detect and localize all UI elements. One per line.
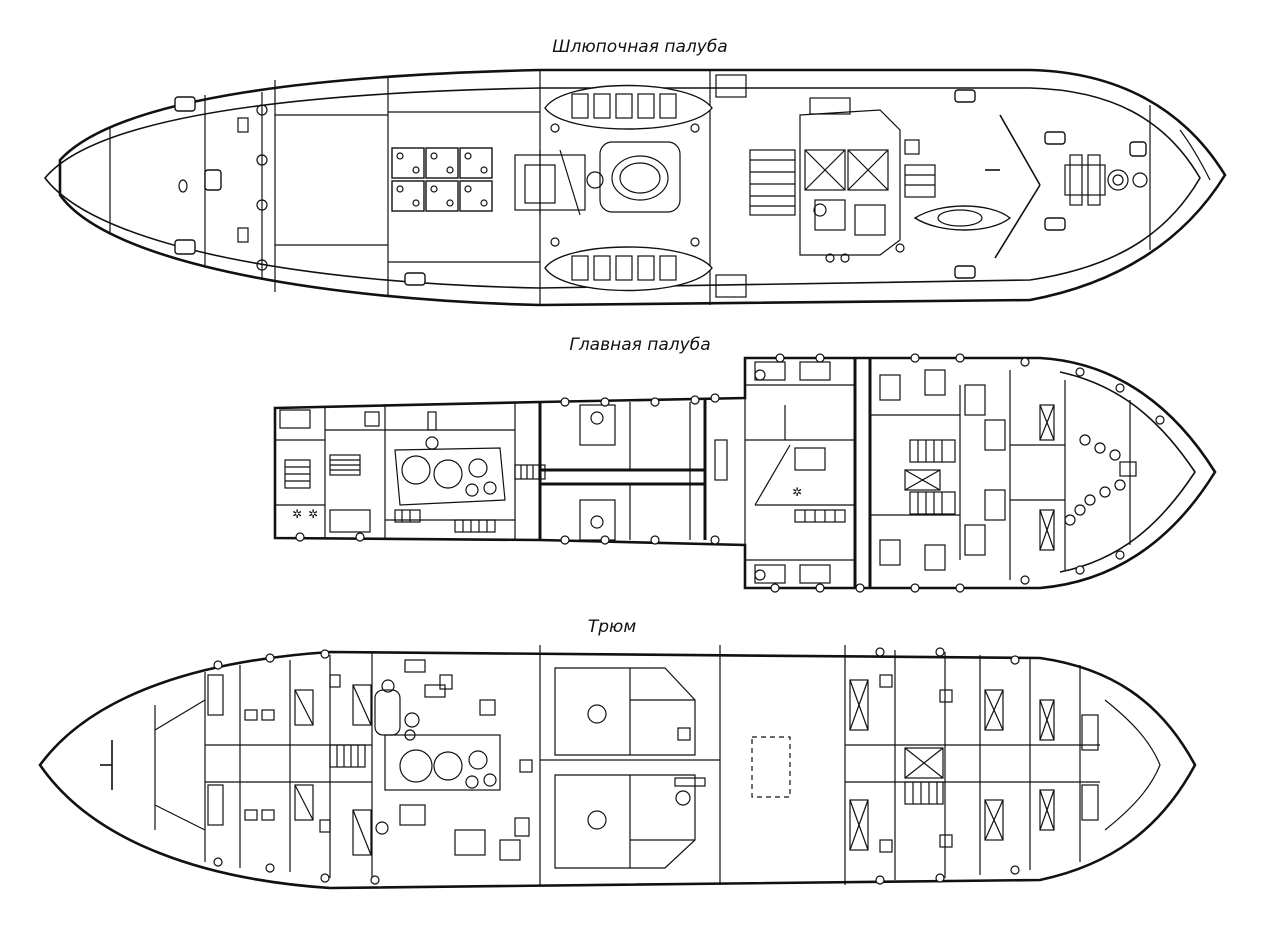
- boat-deck-funnel: [599, 141, 681, 213]
- hold-hatch-dashed: [751, 736, 791, 798]
- hold-aft-stairs: [329, 744, 366, 768]
- main-deck-portholes: [295, 353, 1165, 593]
- main-deck-partitions: [275, 370, 1066, 580]
- hold-label: Трюм: [588, 617, 636, 637]
- boat-deck-wheelhouse: [749, 97, 920, 263]
- boat-deck-davits: [550, 74, 747, 298]
- boat-deck-label: Шлюпочная палуба: [552, 37, 727, 57]
- boat-deck-mast: [985, 114, 1041, 259]
- boat-deck-inner-hull: [43, 87, 1201, 289]
- hold-portholes: [213, 647, 1020, 885]
- main-deck-symbol-b: ✲: [308, 507, 318, 521]
- main-deck-plan: Главная палуба: [273, 335, 1217, 593]
- main-deck-heavy-bulkheads: [538, 358, 872, 588]
- main-deck-fore-cabins: [754, 361, 1137, 584]
- main-deck-engine-casing: [394, 411, 506, 506]
- boat-deck-windlass: [1064, 154, 1148, 206]
- main-deck-aft-quarters: [279, 409, 380, 533]
- boat-deck-raft-dots: [396, 152, 488, 207]
- hold-bulkheads: [204, 645, 1100, 885]
- boat-deck-dinghy-inner: [937, 209, 983, 227]
- main-deck-label: Главная палуба: [569, 335, 710, 355]
- boat-deck-bollards-stern: [174, 89, 1147, 286]
- main-deck-symbol-c: ✲: [792, 485, 802, 499]
- main-deck-hatches: [579, 404, 1055, 551]
- hold-cargo-hatches: [554, 667, 706, 869]
- main-deck-hull: [273, 356, 1217, 590]
- main-deck-inner-hull: [1059, 371, 1196, 573]
- boat-deck-hull: [58, 68, 1227, 307]
- boat-deck-bow-line: [1179, 129, 1211, 181]
- boat-deck-boat-winch: [514, 149, 604, 216]
- hold-hull: [38, 650, 1197, 890]
- boat-deck-plan: Шлюпочная палуба: [43, 37, 1227, 307]
- hold-bow-line: [1104, 699, 1161, 831]
- hold-engine-room: [374, 659, 533, 861]
- boat-deck-stern-hole: [178, 179, 188, 193]
- main-deck-galley: [714, 439, 846, 523]
- hold-stern-line: [154, 699, 206, 831]
- hold-fore-cabins: [849, 674, 1099, 853]
- boat-deck-raft-grid: [391, 147, 493, 212]
- boat-deck-lifeboat-port-thwarts: [571, 93, 677, 119]
- main-deck-symbol-a: ✲: [292, 507, 302, 521]
- hold-plan: Трюм: [38, 617, 1197, 890]
- boat-deck-chart-table: [904, 164, 936, 198]
- boat-deck-lifeboat-port: [544, 84, 713, 130]
- boat-deck-winches: [237, 92, 268, 280]
- hold-aft-cabins: [207, 674, 372, 856]
- main-deck-ladders: [284, 439, 956, 533]
- boat-deck-lifeboat-starboard: [544, 246, 713, 292]
- boat-deck-dinghy: [913, 205, 1012, 231]
- boat-deck-lifeboat-starboard-thwarts: [571, 255, 677, 281]
